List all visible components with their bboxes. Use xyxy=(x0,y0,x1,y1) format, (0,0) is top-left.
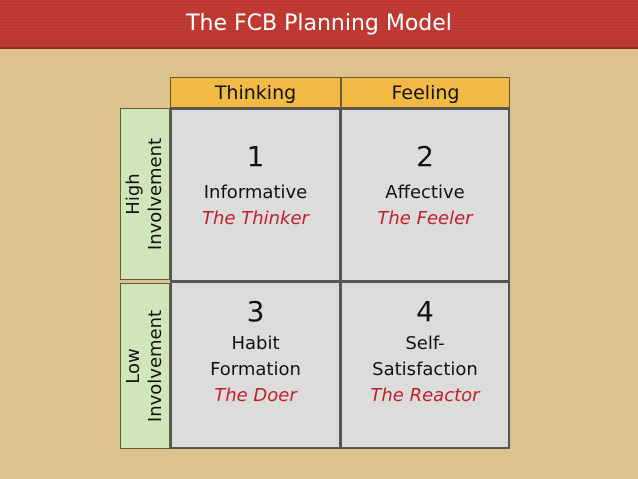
quadrant-habit-formation: 3 Habit Formation The Doer xyxy=(172,283,339,447)
row-label-line: Low xyxy=(123,348,144,384)
quadrant-grid: 1 Informative The Thinker 2 Affective Th… xyxy=(170,108,510,449)
title-bar: The FCB Planning Model xyxy=(0,0,638,49)
page-title: The FCB Planning Model xyxy=(186,11,452,36)
quadrant-name-line: Satisfaction xyxy=(372,359,478,380)
quadrant-persona: The Feeler xyxy=(377,208,473,229)
row-label-line: Involvement xyxy=(145,309,166,423)
quadrant-persona: The Thinker xyxy=(202,208,309,229)
quadrant-name-line: Habit xyxy=(231,333,280,354)
row-header-low-involvement: Low Involvement xyxy=(120,283,170,449)
row-header-high-involvement: High Involvement xyxy=(120,108,170,280)
quadrant-name: Informative xyxy=(172,180,339,206)
quadrant-name: Affective xyxy=(342,180,508,206)
row-label-low-involvement: Low Involvement xyxy=(123,310,167,422)
row-label-line: Involvement xyxy=(145,137,166,251)
quadrant-informative: 1 Informative The Thinker xyxy=(172,110,339,280)
column-header-feeling: Feeling xyxy=(341,77,510,108)
quadrant-name-line: Informative xyxy=(203,182,308,203)
quadrant-number: 4 xyxy=(416,295,434,328)
row-label-line: High xyxy=(123,173,144,215)
quadrant-name: Habit Formation xyxy=(172,331,339,383)
quadrant-name-line: Formation xyxy=(210,359,301,380)
quadrant-number: 2 xyxy=(416,140,434,173)
row-label-high-involvement: High Involvement xyxy=(123,138,167,250)
quadrant-name-line: Affective xyxy=(385,182,465,203)
quadrant-name-line: Self- xyxy=(405,333,445,354)
quadrant-affective: 2 Affective The Feeler xyxy=(342,110,508,280)
quadrant-persona: The Reactor xyxy=(370,385,480,406)
quadrant-self-satisfaction: 4 Self- Satisfaction The Reactor xyxy=(342,283,508,447)
quadrant-persona: The Doer xyxy=(214,385,297,406)
quadrant-number: 1 xyxy=(246,140,265,173)
column-header-thinking: Thinking xyxy=(170,77,341,108)
quadrant-number: 3 xyxy=(246,295,265,328)
quadrant-name: Self- Satisfaction xyxy=(342,331,508,383)
